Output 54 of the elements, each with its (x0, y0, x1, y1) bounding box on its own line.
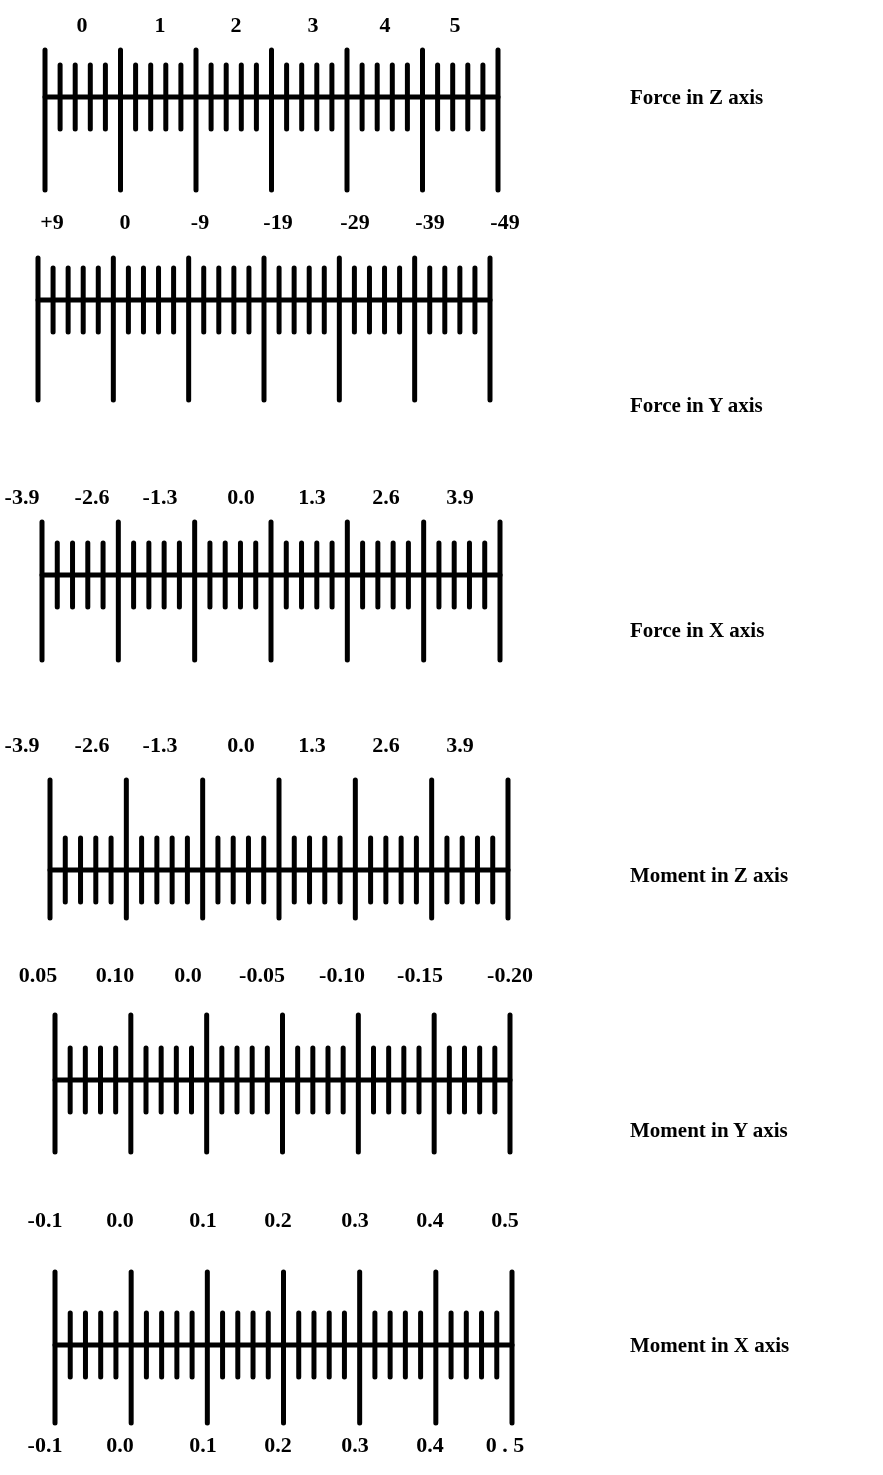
scale-value: 0.0 (106, 1207, 134, 1233)
scale-value: 0.3 (341, 1432, 369, 1458)
scale-value: 0.3 (341, 1207, 369, 1233)
scale-value: 2.6 (372, 732, 400, 758)
scale-value: 1.3 (298, 732, 326, 758)
scale-value: 0.1 (189, 1432, 217, 1458)
scale-value: 0.4 (416, 1207, 444, 1233)
scale-value: -0.05 (239, 962, 285, 988)
scale-value: 0.1 (189, 1207, 217, 1233)
scale-value: 0 (76, 12, 88, 38)
scale-value: +9 (40, 209, 64, 235)
axis-label: Force in Z axis (630, 84, 764, 110)
scale-value: -0.15 (397, 962, 443, 988)
scale-value: -2.6 (74, 732, 110, 758)
scale-value: 0.10 (95, 962, 135, 988)
scale-value: 1 (154, 12, 166, 38)
scale-value: 0.2 (264, 1432, 292, 1458)
scale-value: -0.20 (487, 962, 533, 988)
axis-label: Moment in Z axis (630, 862, 789, 888)
axis-label: Force in Y axis (630, 392, 763, 418)
scale-value: 0 . 5 (485, 1432, 525, 1458)
scale-value: 4 (379, 12, 391, 38)
scale-value: -49 (490, 209, 520, 235)
scale-value: 0.0 (227, 732, 255, 758)
scale-value: 5 (449, 12, 461, 38)
axis-label: Moment in X axis (630, 1332, 790, 1358)
scale-value: 0 (119, 209, 131, 235)
scale-value: -19 (263, 209, 293, 235)
scale-value: -0.10 (319, 962, 365, 988)
scale-value: -0.1 (27, 1207, 63, 1233)
scale-value: 1.3 (298, 484, 326, 510)
scale-value: -1.3 (142, 732, 178, 758)
scale-value: 0.4 (416, 1432, 444, 1458)
scale-value: 0.0 (106, 1432, 134, 1458)
axis-label: Force in X axis (630, 617, 765, 643)
axis-label: Moment in Y axis (630, 1117, 788, 1143)
scale-value: -0.1 (27, 1432, 63, 1458)
scale-value: -3.9 (4, 484, 40, 510)
scale-value: 0.2 (264, 1207, 292, 1233)
scale-value: -39 (415, 209, 445, 235)
scale-value: -9 (190, 209, 210, 235)
scale-value: -3.9 (4, 732, 40, 758)
scale-value: 2 (230, 12, 242, 38)
scale-value: -2.6 (74, 484, 110, 510)
scale-value: 3 (307, 12, 319, 38)
scale-value: 0.5 (491, 1207, 519, 1233)
scale-value: -1.3 (142, 484, 178, 510)
scale-value: 3.9 (446, 484, 474, 510)
scale-value: 0.0 (174, 962, 202, 988)
scale-value: -29 (340, 209, 370, 235)
scale-value: 0.0 (227, 484, 255, 510)
scale-value: 3.9 (446, 732, 474, 758)
scale-value: 0.05 (18, 962, 58, 988)
scale-value: 2.6 (372, 484, 400, 510)
